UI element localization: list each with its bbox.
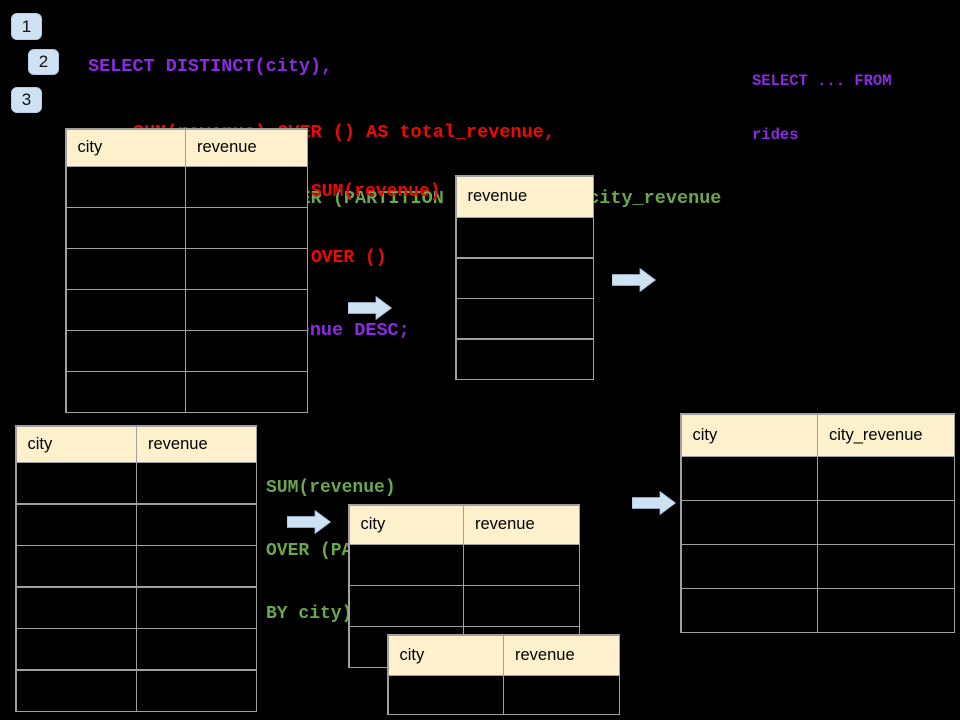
table-cell xyxy=(818,545,954,588)
annotation-line: SUM(revenue) xyxy=(266,478,396,498)
table-cell xyxy=(16,670,136,711)
step-badge-2: 2 xyxy=(28,49,59,75)
table-cell xyxy=(349,586,463,626)
table-cell xyxy=(137,504,256,545)
step-badge-label: 3 xyxy=(21,90,32,109)
arrow-right-icon xyxy=(612,268,656,292)
table-cell xyxy=(186,331,307,371)
table-cell xyxy=(16,629,136,669)
table-cell xyxy=(464,586,579,626)
table-cell xyxy=(818,589,954,632)
table-cell xyxy=(456,339,593,379)
annotation-line: SUM(revenue) xyxy=(311,182,441,202)
table-cell xyxy=(137,629,256,669)
sql-line-select: SELECT DISTINCT(city), xyxy=(88,56,333,77)
table-cell xyxy=(186,167,307,207)
annotation-total-revenue: SUM(revenue) OVER () xyxy=(311,137,441,313)
table-cell xyxy=(349,545,463,585)
annotation-line: OVER () xyxy=(311,248,387,268)
table-cell xyxy=(186,249,307,289)
side-query-code: SELECT ... FROM rides xyxy=(752,36,892,180)
table-cell xyxy=(186,372,307,412)
table-cell xyxy=(66,290,185,330)
table-cell xyxy=(818,457,954,500)
table-cell xyxy=(818,501,954,544)
arrow-right-icon xyxy=(348,296,392,320)
table-partition-overlay: city revenue xyxy=(387,634,620,715)
table-cell xyxy=(504,676,619,714)
column-header-city: city xyxy=(349,505,463,544)
side-code-line: SELECT ... FROM xyxy=(752,72,892,90)
table-cell xyxy=(186,208,307,248)
table-cell xyxy=(16,504,136,545)
table-cell xyxy=(681,589,817,632)
table-cell xyxy=(137,587,256,628)
table-cell xyxy=(66,249,185,289)
arrow-right-icon xyxy=(287,510,331,534)
column-header-city: city xyxy=(388,635,503,675)
column-header-revenue: revenue xyxy=(456,176,593,217)
table-cell xyxy=(456,218,593,257)
column-header-revenue: revenue xyxy=(186,129,307,166)
table-cell xyxy=(16,546,136,586)
table-cell xyxy=(137,670,256,711)
table-cell xyxy=(456,299,593,338)
table-cell xyxy=(66,331,185,371)
column-header-city: city xyxy=(66,129,185,166)
table-cell xyxy=(66,167,185,207)
arrow-right-icon xyxy=(632,491,676,515)
table-cell xyxy=(16,587,136,628)
step-badge-3: 3 xyxy=(11,87,42,113)
table-cell xyxy=(388,676,503,714)
annotation-line: BY city) xyxy=(266,604,353,624)
column-header-city: city xyxy=(16,426,136,462)
step-badge-1: 1 xyxy=(11,13,42,40)
side-code-line: rides xyxy=(752,126,799,144)
table-cell xyxy=(137,463,256,503)
table-cell xyxy=(464,545,579,585)
table-result: city city_revenue xyxy=(680,413,955,633)
column-header-revenue: revenue xyxy=(504,635,619,675)
table-cell xyxy=(66,208,185,248)
table-cell xyxy=(186,290,307,330)
step-badge-label: 1 xyxy=(21,16,32,36)
table-cell xyxy=(16,463,136,503)
table-cell xyxy=(681,457,817,500)
table-cell xyxy=(66,372,185,412)
step-badge-label: 2 xyxy=(38,52,49,71)
column-header-revenue: revenue xyxy=(137,426,256,462)
table-cell xyxy=(456,258,593,298)
table-cell xyxy=(137,546,256,586)
table-source-bottom: city revenue xyxy=(15,425,257,712)
table-source-top: city revenue xyxy=(65,128,308,413)
table-cell xyxy=(681,501,817,544)
table-cell xyxy=(681,545,817,588)
column-header-revenue: revenue xyxy=(464,505,579,544)
table-total-revenue: revenue xyxy=(455,175,594,380)
column-header-city-revenue: city_revenue xyxy=(818,414,954,456)
column-header-city: city xyxy=(681,414,817,456)
